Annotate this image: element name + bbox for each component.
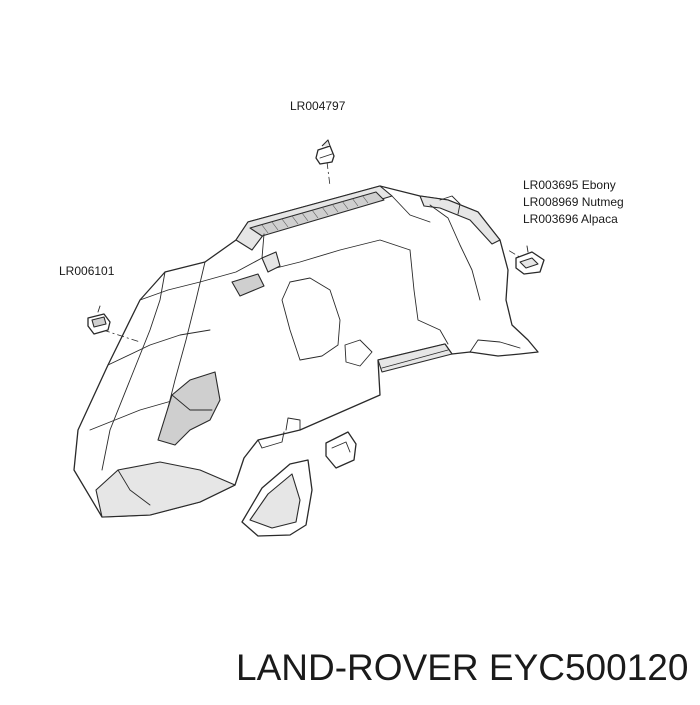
clip-right-icon xyxy=(515,245,545,275)
label-clip-left: LR006101 xyxy=(59,264,115,278)
label-trim-ebony: LR003695 Ebony xyxy=(523,178,616,192)
label-trim-nutmeg: LR008969 Nutmeg xyxy=(523,195,624,209)
label-trim-alpaca: LR003696 Alpaca xyxy=(523,212,618,226)
quarter-trim-panel xyxy=(73,185,539,518)
side-cover xyxy=(241,459,313,537)
brand-name: LAND-ROVER xyxy=(236,647,479,688)
part-caption: LAND-ROVER EYC500120 xyxy=(236,643,696,693)
clip-top-icon xyxy=(315,139,335,165)
label-clip-top: LR004797 xyxy=(290,99,346,113)
access-cover xyxy=(325,431,357,469)
part-number: EYC500120 xyxy=(488,647,689,688)
clip-left-icon xyxy=(87,305,111,335)
